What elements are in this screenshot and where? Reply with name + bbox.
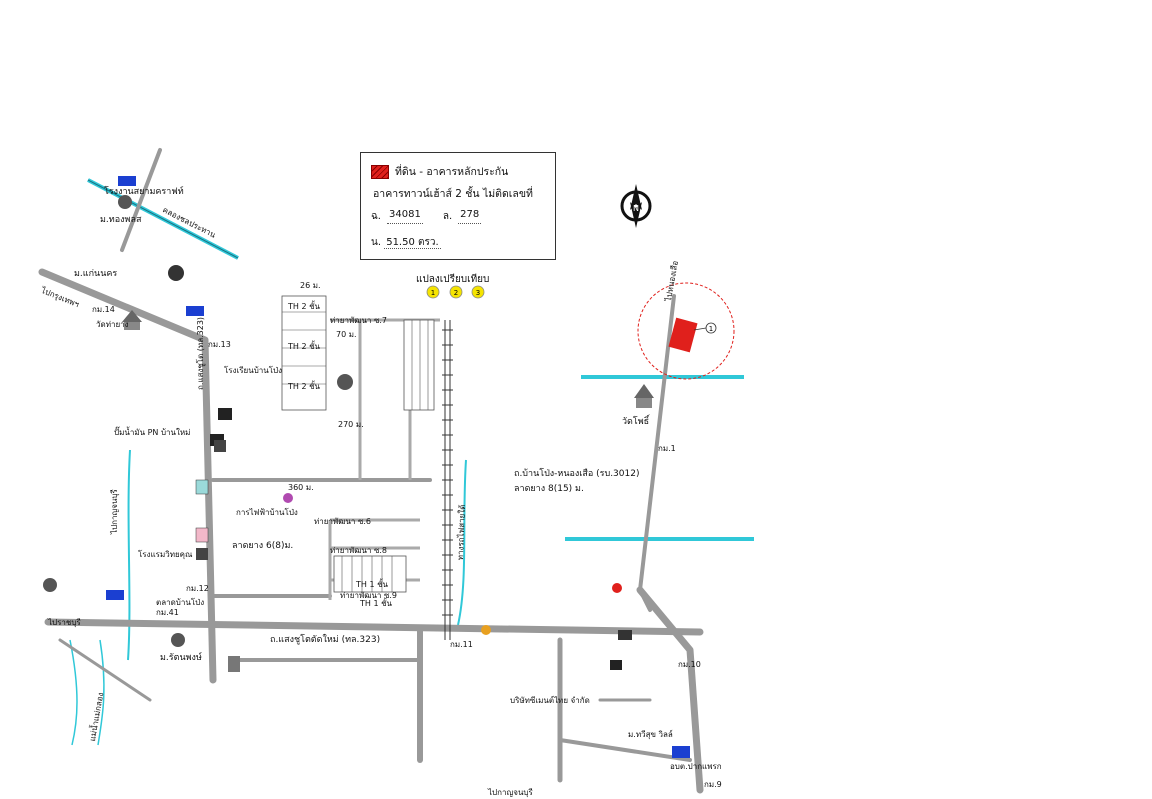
label-th2-a: TH 2 ชั้น bbox=[288, 302, 320, 311]
label-to-kanchana: ไปกาญจนบุรี bbox=[488, 788, 533, 797]
label-wat-thayai: วัดท่ายาง bbox=[96, 320, 129, 329]
label-soi7: ท่ายาพัฒนา ซ.7 bbox=[330, 316, 388, 325]
label-km41: กม.41 bbox=[156, 608, 179, 617]
subject-swatch-icon bbox=[371, 164, 389, 179]
legend-area-row: น. 51.50 ตรว. bbox=[371, 235, 441, 250]
label-km12: กม.12 bbox=[186, 584, 209, 593]
deed-number: 34081 bbox=[387, 209, 423, 224]
label-to-kanchanaburi-top: ไปกาญจนบุรี bbox=[110, 489, 119, 534]
legend-title-row: ที่ดิน - อาคารหลักประกัน bbox=[371, 163, 508, 180]
label-soi9: ท่ายาพัฒนา ซ.9 bbox=[340, 591, 398, 600]
label-village-pak: ม.ทวีสุข วิลล์ bbox=[628, 730, 673, 739]
subject-parcel bbox=[668, 317, 698, 353]
compare-label: แปลงเปรียบเทียบ bbox=[416, 274, 490, 285]
legend-title: ที่ดิน - อาคารหลักประกัน bbox=[395, 166, 509, 178]
label-village-thongphon: ม.ทองพลส bbox=[100, 215, 142, 225]
road-main-east-west bbox=[44, 618, 704, 636]
label-th1-b: TH 1 ชั้น bbox=[360, 599, 392, 608]
label-km1: กม.1 bbox=[658, 444, 676, 453]
deed-prefix: ฉ. bbox=[371, 211, 381, 222]
subject-radius bbox=[637, 282, 735, 380]
label-lat-yang: ลาดยาง 6(8)ม. bbox=[232, 541, 294, 551]
compare-marker-1: 1 bbox=[431, 289, 435, 297]
label-km10: กม.10 bbox=[678, 660, 701, 669]
label-rattanaphong: ม.รัตนพงษ์ bbox=[160, 653, 202, 663]
legend-building: อาคารทาวน์เฮ้าส์ 2 ชั้น ไม่ติดเลขที่ bbox=[373, 188, 533, 200]
label-km9: กม.9 bbox=[704, 780, 722, 789]
label-to-ratchaburi: ไปราชบุรี bbox=[48, 618, 81, 627]
label-th1-a: TH 1 ชั้น bbox=[356, 580, 388, 589]
parcel-prefix: ล. bbox=[442, 211, 453, 222]
label-360m: 360 ม. bbox=[288, 483, 314, 492]
svg-text:N: N bbox=[633, 204, 639, 213]
townhouse-blocks bbox=[281, 295, 435, 593]
label-th2-b: TH 2 ชั้น bbox=[288, 342, 320, 351]
label-pn-petrol: ปั๊มน้ำมัน PN บ้านใหม่ bbox=[114, 428, 191, 437]
compare-marker-3: 3 bbox=[476, 289, 480, 297]
label-company: บริษัทซีเมนต์ไทย จำกัด bbox=[510, 696, 590, 705]
legend-box: ที่ดิน - อาคารหลักประกัน อาคารทาวน์เฮ้าส… bbox=[360, 152, 556, 260]
label-hotel: โรงแรมวิทยคุณ bbox=[138, 550, 193, 559]
label-270m: 270 ม. bbox=[338, 420, 364, 429]
legend-deed-row: ฉ. 34081 ล. 278 bbox=[371, 209, 482, 224]
road-323-north bbox=[38, 268, 217, 684]
label-th2-c: TH 2 ชั้น bbox=[288, 382, 320, 391]
label-wat-phoe: วัดโพธิ์ bbox=[622, 417, 650, 427]
label-market: ตลาดบ้านโป่ง bbox=[156, 598, 205, 607]
label-km14: กม.14 bbox=[92, 305, 115, 314]
label-km11: กม.11 bbox=[450, 640, 473, 649]
canal-mid bbox=[457, 459, 467, 626]
compare-markers: 1 2 3 bbox=[426, 285, 485, 299]
subject-marker-circle bbox=[705, 322, 717, 334]
label-soi6: ท่ายาพัฒนา ซ.6 bbox=[314, 517, 372, 526]
label-railway: ทางรถไฟสายใต้ bbox=[455, 504, 467, 561]
north-arrow-icon: N bbox=[620, 184, 652, 228]
label-road-3012: ถ.บ้านโป่ง-หนองเสือ (รบ.3012) bbox=[514, 469, 640, 479]
label-village-kaennakhon: ม.แก่นนคร bbox=[74, 269, 118, 279]
landmark-icons bbox=[43, 176, 690, 758]
label-70m: 70 ม. bbox=[336, 330, 357, 339]
canal-west bbox=[127, 449, 131, 661]
river-mae-klong bbox=[69, 639, 105, 746]
label-km13: กม.13 bbox=[208, 340, 231, 349]
label-pakphraek: อบต.ปากแพรก bbox=[670, 762, 722, 771]
label-new-road-323: ถ.แสงชูโตตัดใหม่ (ทล.323) bbox=[270, 635, 381, 645]
label-soi8: ท่ายาพัฒนา ซ.8 bbox=[330, 546, 388, 555]
label-electricity: การไฟฟ้าบ้านโป่ง bbox=[236, 508, 298, 517]
label-road-323: ถ.แสงชูโต (ทล.323) bbox=[196, 316, 205, 390]
label-factory: โรงงานสยามคราฟท์ bbox=[104, 187, 184, 197]
label-26m: 26 ม. bbox=[300, 281, 321, 290]
label-lat-yang-2: ลาดยาง 8(15) ม. bbox=[514, 484, 584, 494]
compare-marker-2: 2 bbox=[454, 289, 458, 297]
subject-marker-label: 1 bbox=[709, 325, 713, 333]
parcel-number: 278 bbox=[458, 209, 482, 224]
label-ban-pong-school: โรงเรียนบ้านโป่ง bbox=[224, 366, 283, 375]
area-prefix: น. bbox=[371, 237, 382, 248]
area-value: 51.50 ตรว. bbox=[384, 237, 441, 249]
